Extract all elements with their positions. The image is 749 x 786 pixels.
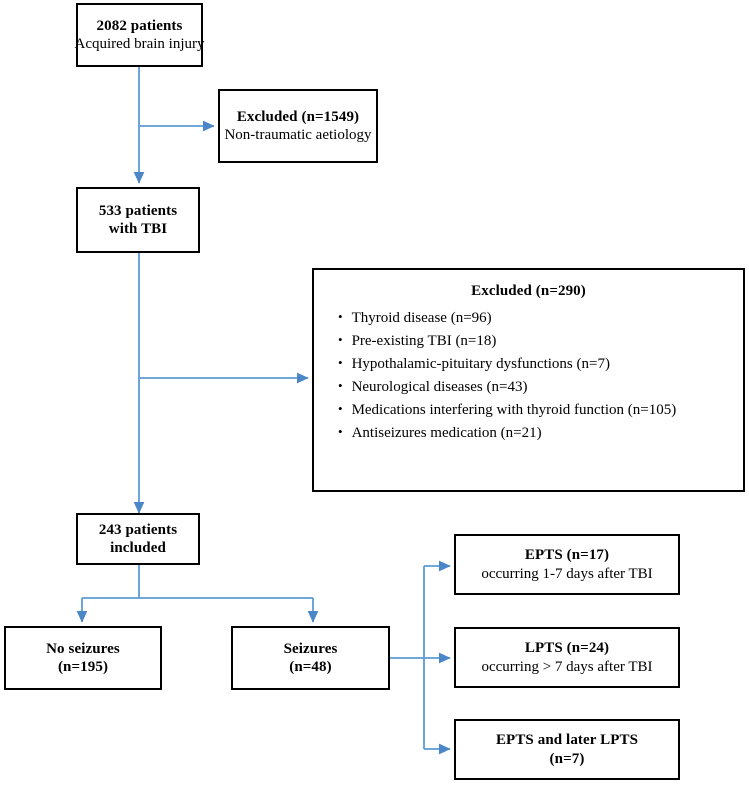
bullet-icon: • — [338, 355, 343, 371]
node-lpts-title: LPTS (n=24) — [524, 640, 610, 657]
node-cohort-included: 243 patients included — [76, 513, 200, 565]
node-epts-title: EPTS (n=17) — [524, 547, 610, 564]
node-excluded-nontraumatic-subtitle: Non-traumatic aetiology — [224, 127, 372, 143]
bullet-icon: • — [338, 378, 343, 394]
bullet-icon: • — [338, 424, 343, 440]
node-cohort-total-title: 2082 patients — [96, 17, 183, 34]
exclusion-criteria-item-label: Hypothalamic-pituitary dysfunctions (n=7… — [351, 356, 610, 373]
exclusion-criteria-item: • Medications interfering with thyroid fu… — [338, 401, 729, 419]
node-excluded-nontraumatic: Excluded (n=1549) Non-traumatic aetiolog… — [218, 89, 378, 163]
exclusion-criteria-list: • Thyroid disease (n=96) • Pre-existing TBI… — [338, 309, 729, 442]
node-cohort-tbi-title: 533 patients — [98, 202, 178, 219]
node-epts-and-lpts: EPTS and later LPTS (n=7) — [454, 719, 680, 780]
exclusion-criteria-item: • Neurological diseases (n=43) — [338, 378, 729, 396]
node-excluded-criteria-title: Excluded (n=290) — [471, 283, 586, 299]
node-cohort-tbi: 533 patients with TBI — [76, 187, 200, 253]
node-no-seizures-subtitle: (n=195) — [57, 659, 109, 675]
exclusion-criteria-item-label: Thyroid disease (n=96) — [351, 310, 492, 327]
exclusion-criteria-item: • Thyroid disease (n=96) — [338, 309, 729, 327]
node-cohort-total: 2082 patients Acquired brain injury — [74, 3, 205, 67]
node-no-seizures: No seizures (n=195) — [4, 626, 162, 690]
node-lpts: LPTS (n=24) occurring > 7 days after TBI — [454, 627, 680, 688]
bullet-icon: • — [338, 401, 343, 417]
node-lpts-subtitle: occurring > 7 days after TBI — [481, 658, 653, 675]
node-seizures-subtitle: (n=48) — [289, 659, 332, 675]
node-cohort-tbi-subtitle: with TBI — [108, 221, 168, 237]
bullet-icon: • — [338, 309, 343, 325]
node-cohort-included-subtitle: included — [110, 540, 166, 556]
bullet-icon: • — [338, 332, 343, 348]
node-excluded-nontraumatic-title: Excluded (n=1549) — [236, 108, 360, 125]
exclusion-criteria-item: • Hypothalamic-pituitary dysfunctions (n=… — [338, 355, 729, 373]
node-excluded-criteria: Excluded (n=290) • Thyroid disease (n=96)… — [312, 268, 745, 492]
exclusion-criteria-item-label: Pre-existing TBI (n=18) — [351, 333, 497, 350]
node-epts: EPTS (n=17) occurring 1-7 days after TBI — [454, 534, 680, 595]
exclusion-criteria-item-label: Antiseizures medication (n=21) — [351, 425, 542, 442]
node-cohort-included-title: 243 patients — [98, 521, 178, 538]
node-epts-subtitle: occurring 1-7 days after TBI — [481, 565, 653, 582]
exclusion-criteria-item: • Pre-existing TBI (n=18) — [338, 332, 729, 350]
exclusion-criteria-item-label: Medications interfering with thyroid fun… — [351, 402, 677, 419]
node-seizures-title: Seizures — [283, 640, 338, 657]
node-seizures: Seizures (n=48) — [231, 626, 390, 690]
node-cohort-total-subtitle: Acquired brain injury — [74, 36, 205, 52]
node-epts-and-lpts-subtitle: (n=7) — [549, 750, 585, 767]
exclusion-criteria-item-label: Neurological diseases (n=43) — [351, 379, 528, 396]
node-no-seizures-title: No seizures — [46, 640, 120, 657]
node-epts-and-lpts-title: EPTS and later LPTS — [495, 732, 639, 749]
exclusion-criteria-item: • Antiseizures medication (n=21) — [338, 424, 729, 442]
